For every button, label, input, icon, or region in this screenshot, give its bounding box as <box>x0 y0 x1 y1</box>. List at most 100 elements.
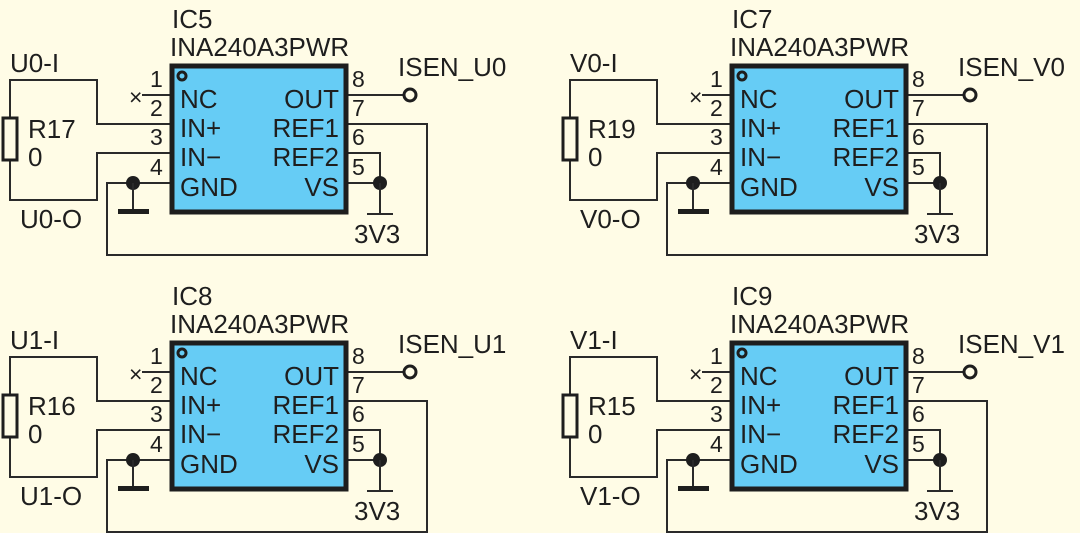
pin-number-right: 7 <box>912 372 925 398</box>
sense-net-label: ISEN_U0 <box>398 52 506 82</box>
pin-number-left: 2 <box>710 372 723 398</box>
wire-ref2-vs <box>907 429 941 461</box>
pin-name-right: OUT <box>284 84 339 114</box>
sensor-block-ic9: IC9INA240A3PWRV1-IV1-OISEN_V1R150×3V31NC… <box>561 281 1065 533</box>
output-terminal-icon <box>402 87 418 103</box>
pin-number-right: 6 <box>912 124 925 150</box>
pin-name-left: IN− <box>740 419 781 449</box>
input-net-label: V0-I <box>570 48 618 78</box>
ic-reference-label: IC7 <box>732 4 772 34</box>
wire-gnd-ref1-loop <box>106 123 428 256</box>
output-net-label: V1-O <box>580 481 641 511</box>
wire-in-plus <box>9 356 172 402</box>
ic-part-label: INA240A3PWR <box>170 32 349 62</box>
pin-name-left: IN− <box>180 142 221 172</box>
pin-number-left: 4 <box>710 154 723 180</box>
pin-name-left: GND <box>180 449 238 479</box>
ic-reference-label: IC9 <box>732 281 772 311</box>
resistor-reference-label: R16 <box>28 391 76 421</box>
pin-number-left: 1 <box>710 66 723 92</box>
sense-net-label: ISEN_V1 <box>958 329 1065 359</box>
pin-name-left: IN+ <box>180 390 221 420</box>
pin-name-left: NC <box>740 361 778 391</box>
pin-number-left: 3 <box>710 401 723 427</box>
wire-in-plus <box>9 79 172 125</box>
pin-number-right: 5 <box>912 154 925 180</box>
resistor-symbol <box>561 116 579 162</box>
pin-number-right: 7 <box>912 95 925 121</box>
pin-name-left: IN− <box>740 142 781 172</box>
output-terminal-icon <box>962 87 978 103</box>
pin-name-left: GND <box>740 449 798 479</box>
sensor-block-ic7: IC7INA240A3PWRV0-IV0-OISEN_V0R190×3V31NC… <box>561 4 1065 256</box>
resistor-symbol <box>1 393 19 439</box>
pin-number-left: 4 <box>150 154 163 180</box>
resistor-reference-label: R15 <box>588 391 636 421</box>
wire-gnd-ref1-loop <box>666 400 988 533</box>
wire-ref2-vs <box>347 429 381 461</box>
pin-number-right: 6 <box>352 124 365 150</box>
pin-number-left: 3 <box>150 401 163 427</box>
pin-name-right: REF2 <box>833 419 899 449</box>
wire-gnd-ref1-loop <box>106 400 428 533</box>
no-connect-marker: × <box>129 84 142 110</box>
ic-reference-label: IC5 <box>172 4 212 34</box>
resistor-symbol <box>1 116 19 162</box>
output-net-label: V0-O <box>580 204 641 234</box>
ic-body <box>729 63 909 215</box>
pin-name-right: VS <box>864 172 899 202</box>
ic-part-label: INA240A3PWR <box>730 32 909 62</box>
pin-name-left: GND <box>180 172 238 202</box>
no-connect-marker: × <box>129 361 142 387</box>
pin-name-right: REF1 <box>833 113 899 143</box>
pin-number-right: 7 <box>352 95 365 121</box>
resistor-reference-label: R19 <box>588 114 636 144</box>
wire-in-minus <box>569 429 732 478</box>
ic-body <box>169 63 349 215</box>
pin-name-right: REF2 <box>273 419 339 449</box>
pin-number-left: 1 <box>150 343 163 369</box>
pin-number-right: 6 <box>352 401 365 427</box>
ground-icon <box>118 209 149 214</box>
ground-icon <box>678 209 709 214</box>
supply-label: 3V3 <box>354 496 400 526</box>
pin-number-right: 8 <box>912 66 925 92</box>
output-terminal-icon <box>402 364 418 380</box>
pin-name-left: NC <box>180 84 218 114</box>
pin1-indicator-icon <box>736 347 748 359</box>
pin-number-left: 3 <box>710 124 723 150</box>
pin-number-right: 6 <box>912 401 925 427</box>
ic-body <box>169 340 349 492</box>
wire-in-minus <box>9 429 172 478</box>
pin-name-right: REF2 <box>833 142 899 172</box>
pin-name-right: VS <box>304 172 339 202</box>
pin-name-left: NC <box>740 84 778 114</box>
ground-icon <box>678 486 709 491</box>
pin-name-right: OUT <box>844 361 899 391</box>
ic-part-label: INA240A3PWR <box>170 309 349 339</box>
resistor-value-label: 0 <box>28 419 42 449</box>
pin-name-left: IN+ <box>740 390 781 420</box>
pin-number-left: 4 <box>710 431 723 457</box>
pin-number-left: 4 <box>150 431 163 457</box>
pin-name-right: VS <box>864 449 899 479</box>
resistor-symbol <box>561 393 579 439</box>
input-net-label: V1-I <box>570 325 618 355</box>
pin-number-right: 5 <box>352 154 365 180</box>
pin-name-left: NC <box>180 361 218 391</box>
no-connect-marker: × <box>689 84 702 110</box>
pin-name-right: REF1 <box>273 113 339 143</box>
pin-number-left: 2 <box>150 372 163 398</box>
input-net-label: U1-I <box>10 325 59 355</box>
pin-name-right: OUT <box>844 84 899 114</box>
wire-in-minus <box>9 152 172 201</box>
resistor-value-label: 0 <box>588 142 602 172</box>
pin-number-left: 3 <box>150 124 163 150</box>
sense-net-label: ISEN_U1 <box>398 329 506 359</box>
wire-in-plus <box>569 79 732 125</box>
wire-in-plus <box>569 356 732 402</box>
pin-number-right: 8 <box>352 66 365 92</box>
sense-net-label: ISEN_V0 <box>958 52 1065 82</box>
pin-name-right: REF1 <box>833 390 899 420</box>
